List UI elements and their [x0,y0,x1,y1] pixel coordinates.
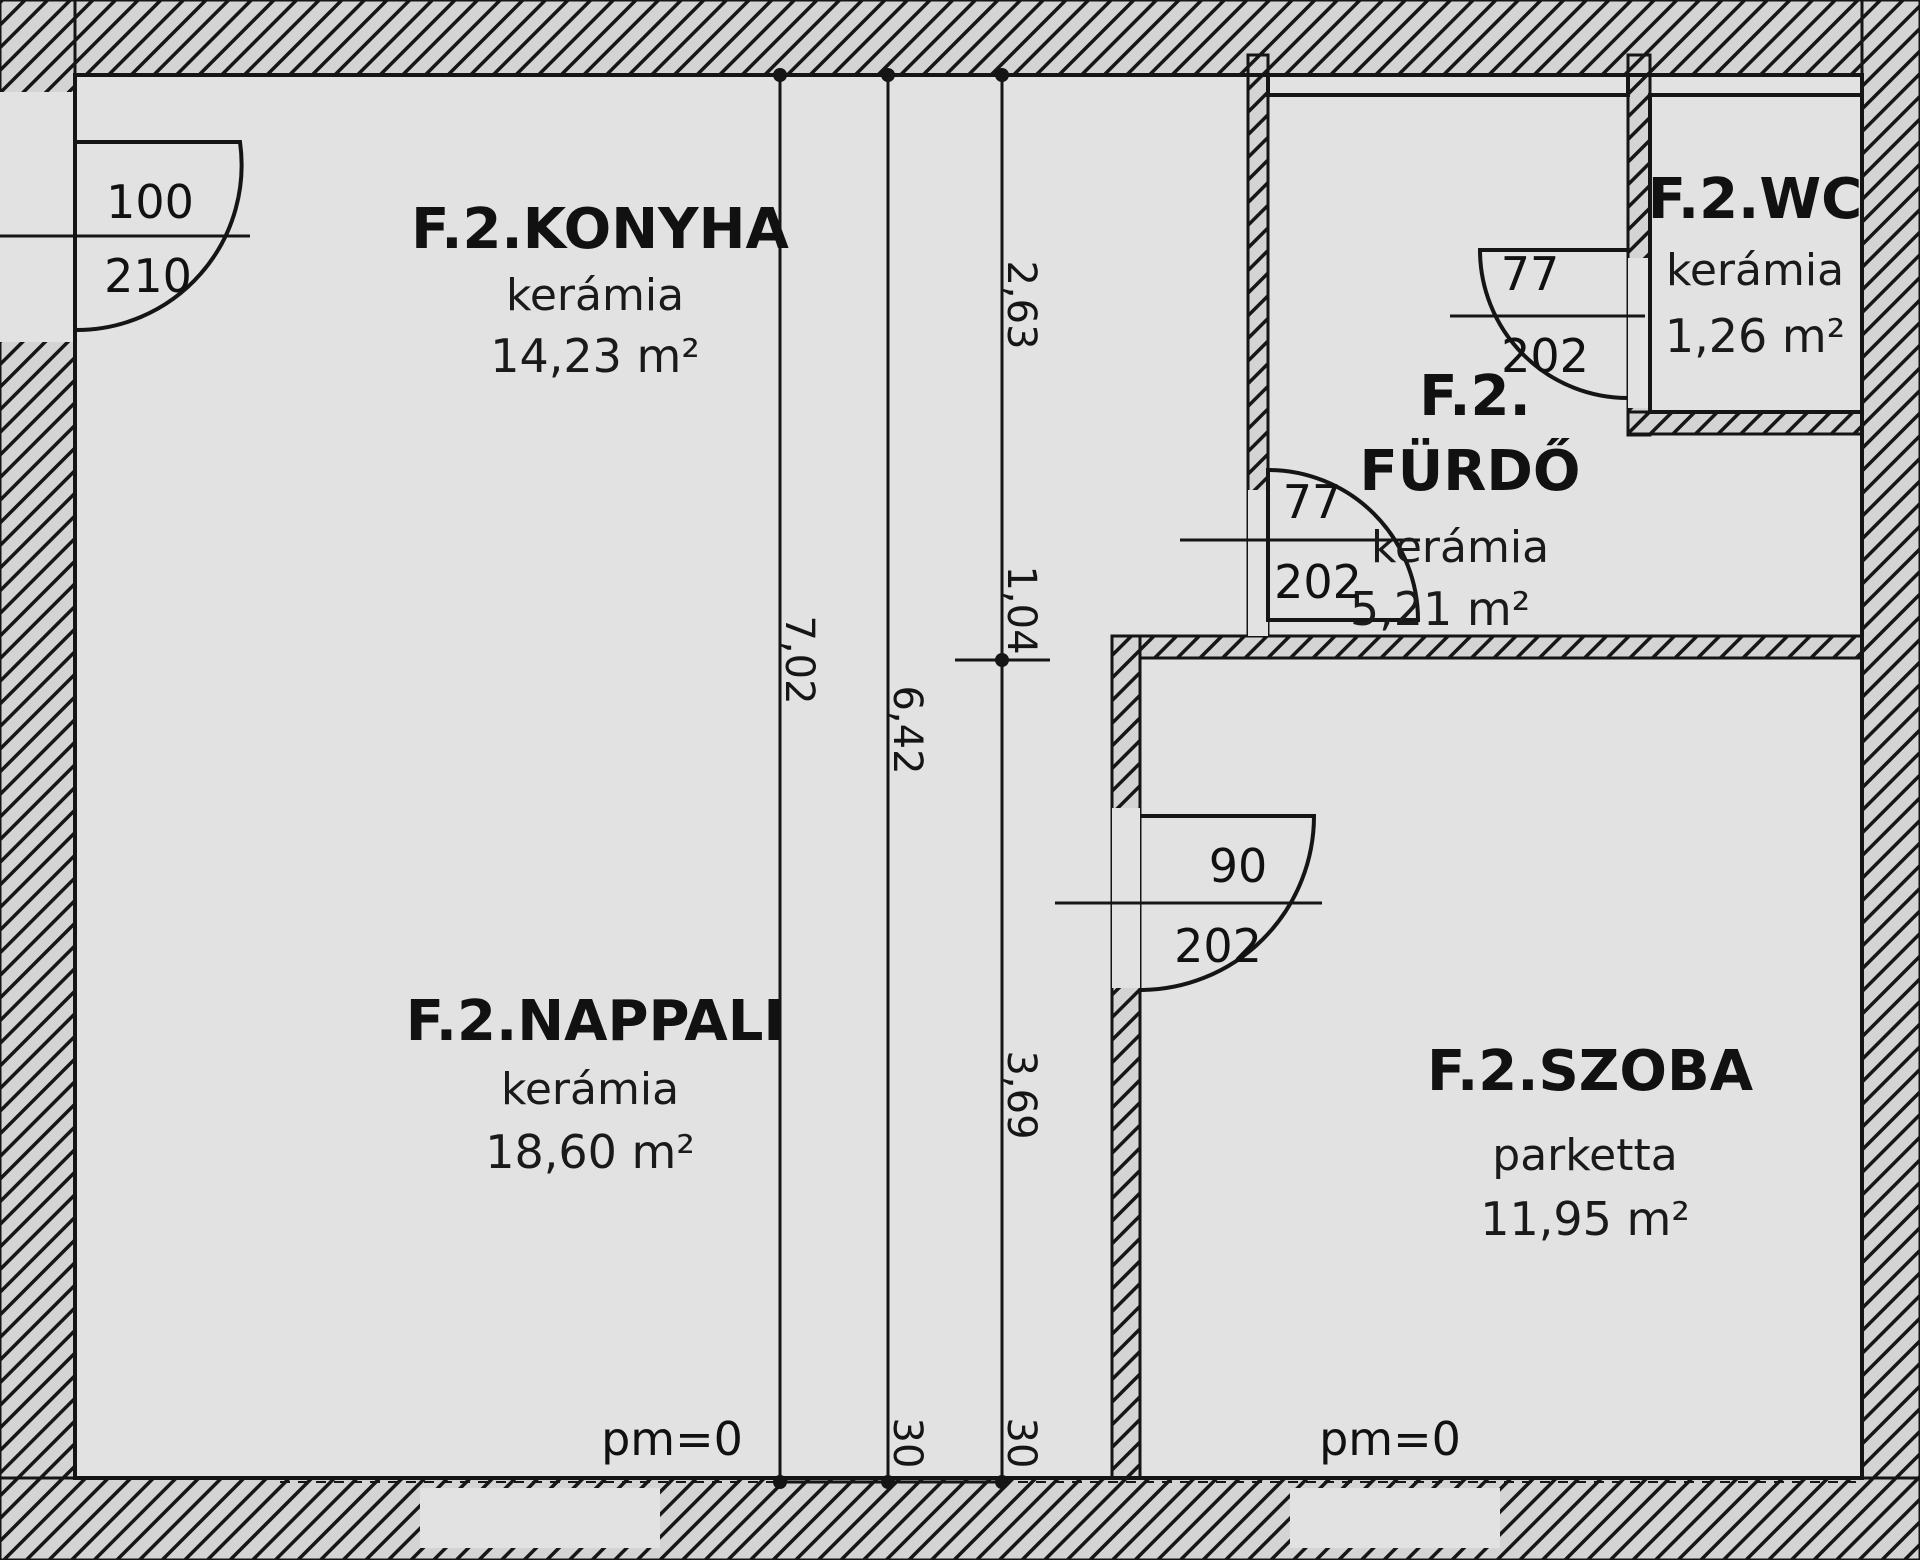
room-outlines [73,73,1864,1480]
wall-openings [0,92,1650,1548]
bedroom-door-opening [1112,808,1140,988]
dim-label-30a: 30 [884,1418,930,1469]
room-floor-wc: kerámia [1666,245,1844,296]
door-szoba-width: 90 [1209,839,1268,893]
wall-right [1860,0,1920,1560]
door-swings [0,140,1645,992]
room-floor-furdo: kerámia [1371,522,1549,573]
door-entry-height: 210 [104,249,192,303]
dimension-labels: 2,63 7,02 1,04 6,42 3,69 30 30 [776,260,1044,1468]
bedroom-door-swing [1139,814,1317,992]
room-floor-nappali: kerámia [501,1064,679,1115]
room-name-furdo-line2: FÜRDŐ [1360,439,1581,504]
entry-door-swing [74,140,244,333]
wc-inner [1648,93,1864,414]
wall-bottom [0,1476,1920,1560]
wall-wc-bottom [1626,410,1864,436]
room-area-szoba: 11,95 m² [1480,1192,1690,1246]
door-furdo-height: 202 [1274,555,1362,609]
room-name-szoba: F.2.SZOBA [1427,1039,1754,1104]
room-area-nappali: 18,60 m² [485,1125,695,1179]
dimension-lines [280,75,1860,1484]
room-name-nappali: F.2.NAPPALI [406,989,785,1054]
bottom-opening-right [1290,1488,1500,1548]
door-labels: 100 210 77 202 77 202 90 202 [104,175,1589,973]
dim-label-263: 2,63 [998,260,1044,349]
room-name-furdo-line1: F.2. [1419,364,1531,429]
room-area-furdo: 5,21 m² [1350,582,1530,636]
door-furdo-width: 77 [1283,475,1342,529]
room-name-konyha: F.2.KONYHA [411,197,789,262]
dim-label-642: 6,42 [884,685,930,774]
door-entry-width: 100 [106,175,194,229]
entry-door-opening [0,92,75,342]
room-szoba: F.2.SZOBA parketta 11,95 m² [1427,1039,1754,1246]
level-markers: pm=0 pm=0 [601,1412,1461,1466]
room-wc: F.2.WC kerámia 1,26 m² [1648,167,1862,363]
dim-label-369: 3,69 [998,1050,1044,1139]
room-name-wc: F.2.WC [1648,167,1862,232]
wall-bedroom-top [1110,634,1864,660]
bath-top-sill [1266,73,1630,97]
room-nappali: F.2.NAPPALI kerámia 18,60 m² [406,989,785,1179]
bath-door-opening [1248,490,1268,636]
dim-label-30b: 30 [998,1418,1044,1469]
room-konyha: F.2.KONYHA kerámia 14,23 m² [411,197,789,383]
level-right: pm=0 [1319,1412,1461,1466]
room-floor-konyha: kerámia [506,270,684,321]
room-furdo: F.2. FÜRDŐ kerámia 5,21 m² [1350,364,1581,636]
wall-bedroom-left [1110,634,1142,1480]
dim-label-702: 7,02 [776,615,822,704]
door-szoba-height: 202 [1174,919,1262,973]
wc-door-opening [1628,258,1650,408]
door-wc-height: 202 [1501,329,1589,383]
wc-door-swing [1477,248,1629,400]
room-area-wc: 1,26 m² [1665,309,1845,363]
dim-label-104: 1,04 [998,565,1044,654]
room-area-konyha: 14,23 m² [490,329,700,383]
bottom-opening-left [420,1488,660,1548]
door-wc-width: 77 [1501,247,1560,301]
dimension-ticks [773,68,1009,1489]
level-left: pm=0 [601,1412,743,1466]
bath-door-swing [1266,467,1421,622]
room-floor-szoba: parketta [1492,1130,1677,1181]
